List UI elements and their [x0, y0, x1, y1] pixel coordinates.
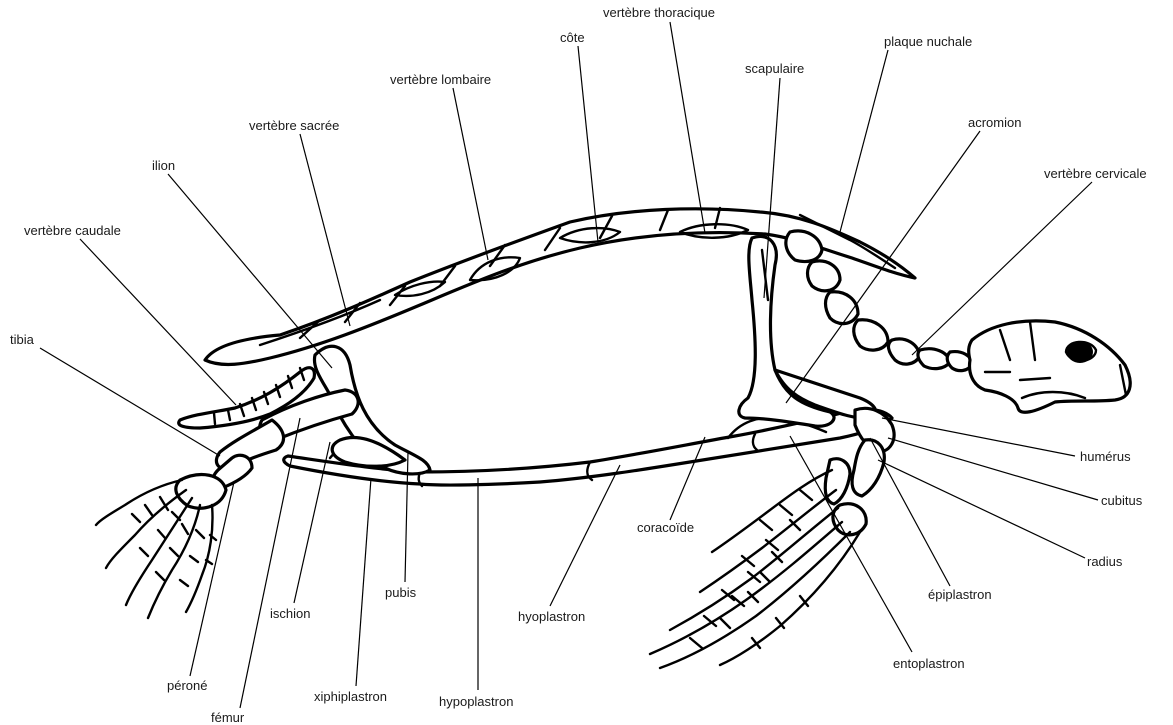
label-humerus: humérus: [1080, 449, 1131, 464]
label-tibia: tibia: [10, 332, 35, 347]
label-entoplastron: entoplastron: [893, 656, 965, 671]
pelvis: [260, 346, 430, 474]
leader-tibia: [40, 348, 220, 456]
leader-cote: [578, 46, 598, 242]
leader-vertebre-sacree: [300, 134, 350, 326]
leader-entoplastron: [790, 436, 912, 652]
label-hyoplastron: hyoplastron: [518, 609, 585, 624]
label-scapulaire: scapulaire: [745, 61, 804, 76]
label-xiphiplastron: xiphiplastron: [314, 689, 387, 704]
hind-limb: [96, 420, 284, 618]
label-ilion: ilion: [152, 158, 175, 173]
leader-xiphiplastron: [356, 478, 371, 686]
label-ischion: ischion: [270, 606, 310, 621]
leader-hyoplastron: [550, 465, 620, 606]
leader-epiplastron: [870, 438, 950, 586]
neck-and-skull: [786, 231, 1130, 412]
label-vertebre-lombaire: vertèbre lombaire: [390, 72, 491, 87]
leader-cubitus: [888, 438, 1098, 500]
label-epiplastron: épiplastron: [928, 587, 992, 602]
label-vertebre-sacree: vertèbre sacrée: [249, 118, 339, 133]
label-hypoplastron: hypoplastron: [439, 694, 513, 709]
label-acromion: acromion: [968, 115, 1021, 130]
label-coracoide: coracoïde: [637, 520, 694, 535]
leader-plaque-nuchale: [840, 50, 888, 232]
label-cote: côte: [560, 30, 585, 45]
label-radius: radius: [1087, 554, 1123, 569]
label-vertebre-cervicale: vertèbre cervicale: [1044, 166, 1147, 181]
label-cubitus: cubitus: [1101, 493, 1143, 508]
leader-vertebre-lombaire: [453, 88, 488, 260]
label-plaque-nuchale: plaque nuchale: [884, 34, 972, 49]
label-vertebre-caudale: vertèbre caudale: [24, 223, 121, 238]
leader-vertebre-caudale: [80, 239, 236, 405]
label-vertebre-thoracique: vertèbre thoracique: [603, 5, 715, 20]
label-perone: péroné: [167, 678, 207, 693]
label-femur: fémur: [211, 710, 245, 725]
label-pubis: pubis: [385, 585, 417, 600]
leader-humerus: [882, 418, 1075, 456]
leader-vertebre-thoracique: [670, 22, 705, 233]
